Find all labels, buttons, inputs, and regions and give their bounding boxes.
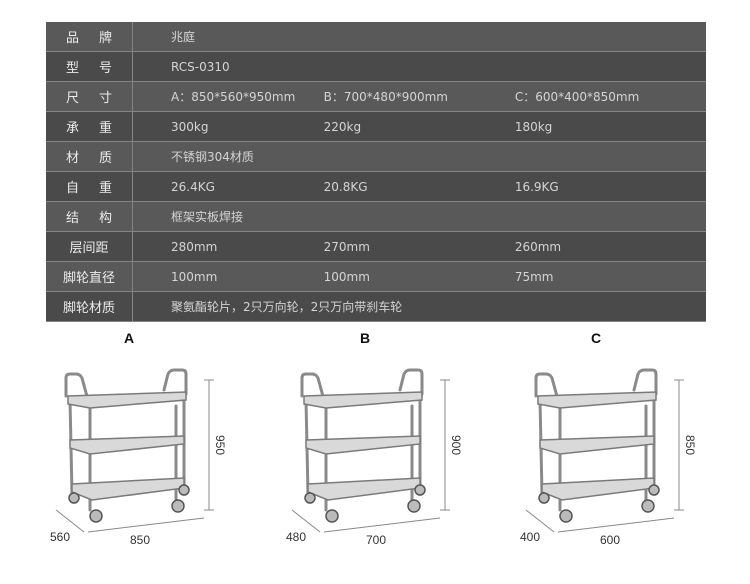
depth-dimension: 400 bbox=[520, 530, 540, 544]
spec-value: C：600*400*850mm bbox=[514, 81, 706, 112]
spec-label: 脚轮直径 bbox=[46, 261, 133, 292]
spec-value: 75mm bbox=[514, 261, 706, 292]
spec-label: 尺寸 bbox=[46, 81, 133, 112]
spec-row: 品牌兆庭 bbox=[46, 22, 706, 52]
spec-label: 型号 bbox=[46, 51, 133, 82]
width-dimension: 850 bbox=[130, 533, 150, 547]
trolley-cart-icon: 900 480 700 bbox=[286, 368, 463, 547]
spec-value: 100mm bbox=[132, 261, 324, 292]
spec-label: 材质 bbox=[46, 141, 133, 172]
spec-label: 层间距 bbox=[46, 231, 133, 262]
spec-value: 280mm bbox=[132, 231, 324, 262]
spec-value: 不锈钢304材质 bbox=[132, 141, 706, 172]
height-dimension: 850 bbox=[683, 435, 697, 455]
spec-value: RCS-0310 bbox=[132, 51, 706, 82]
spec-value: 16.9KG bbox=[514, 171, 706, 202]
spec-row: 结构框架实板焊接 bbox=[46, 201, 706, 232]
spec-value: 180kg bbox=[514, 111, 706, 142]
cart-figure-b: 900 480 700 bbox=[280, 360, 470, 564]
depth-dimension: 480 bbox=[286, 530, 306, 544]
spec-value: 20.8KG bbox=[323, 171, 515, 202]
spec-label: 品牌 bbox=[46, 22, 133, 52]
spec-row: 脚轮材质聚氨酯轮片，2只万向轮，2只万向带刹车轮 bbox=[46, 291, 706, 322]
height-dimension: 950 bbox=[213, 435, 227, 455]
spec-value: 26.4KG bbox=[132, 171, 324, 202]
height-dimension: 900 bbox=[449, 435, 463, 455]
trolley-cart-icon: 950 560 850 bbox=[50, 368, 227, 547]
depth-dimension: 560 bbox=[50, 530, 70, 544]
spec-value: 260mm bbox=[514, 231, 706, 262]
spec-value: 聚氨酯轮片，2只万向轮，2只万向带刹车轮 bbox=[132, 291, 706, 322]
spec-value: 220kg bbox=[323, 111, 515, 142]
spec-value: A：850*560*950mm bbox=[132, 81, 324, 112]
spec-value: 兆庭 bbox=[132, 22, 706, 52]
width-dimension: 700 bbox=[366, 533, 386, 547]
spec-value: 270mm bbox=[323, 231, 515, 262]
spec-label: 承重 bbox=[46, 111, 133, 142]
spec-label: 自重 bbox=[46, 171, 133, 202]
spec-value: 框架实板焊接 bbox=[132, 201, 706, 232]
spec-label: 脚轮材质 bbox=[46, 291, 133, 322]
cart-title-c: C bbox=[591, 330, 602, 346]
cart-title-b: B bbox=[360, 330, 371, 346]
cart-title-a: A bbox=[124, 330, 135, 346]
spec-value: 300kg bbox=[132, 111, 324, 142]
trolley-cart-icon: 850 400 600 bbox=[520, 368, 697, 547]
spec-label: 结构 bbox=[46, 201, 133, 232]
cart-figure-c: 850 400 600 bbox=[514, 360, 704, 564]
cart-figure-a: 950 560 850 bbox=[44, 360, 234, 564]
spec-value: B：700*480*900mm bbox=[323, 81, 515, 112]
spec-value: 100mm bbox=[323, 261, 515, 292]
spec-row: 材质不锈钢304材质 bbox=[46, 141, 706, 172]
width-dimension: 600 bbox=[600, 533, 620, 547]
